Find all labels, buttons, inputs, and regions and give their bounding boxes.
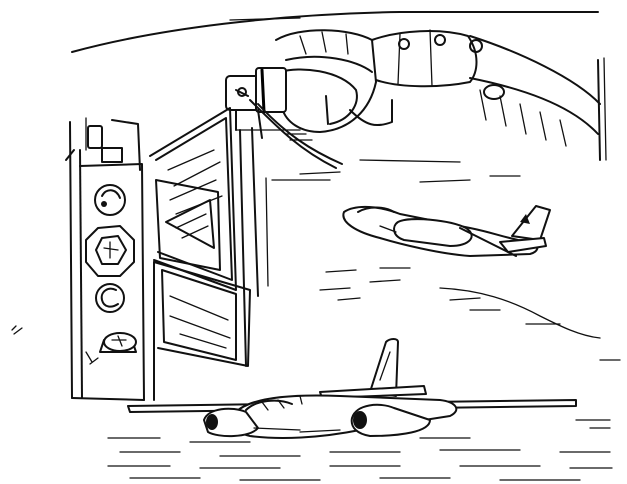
throttle-control (225, 67, 343, 169)
canopy-frame (71, 11, 607, 161)
misc-details (11, 133, 313, 335)
pilot-arm (275, 29, 601, 147)
sea-surface (107, 419, 613, 481)
terrain-lines (271, 159, 621, 361)
jet-aircraft-foreground (127, 338, 577, 439)
instrument-panel (65, 117, 145, 401)
jet-aircraft-distant (342, 205, 551, 257)
cockpit-frames (149, 107, 269, 401)
